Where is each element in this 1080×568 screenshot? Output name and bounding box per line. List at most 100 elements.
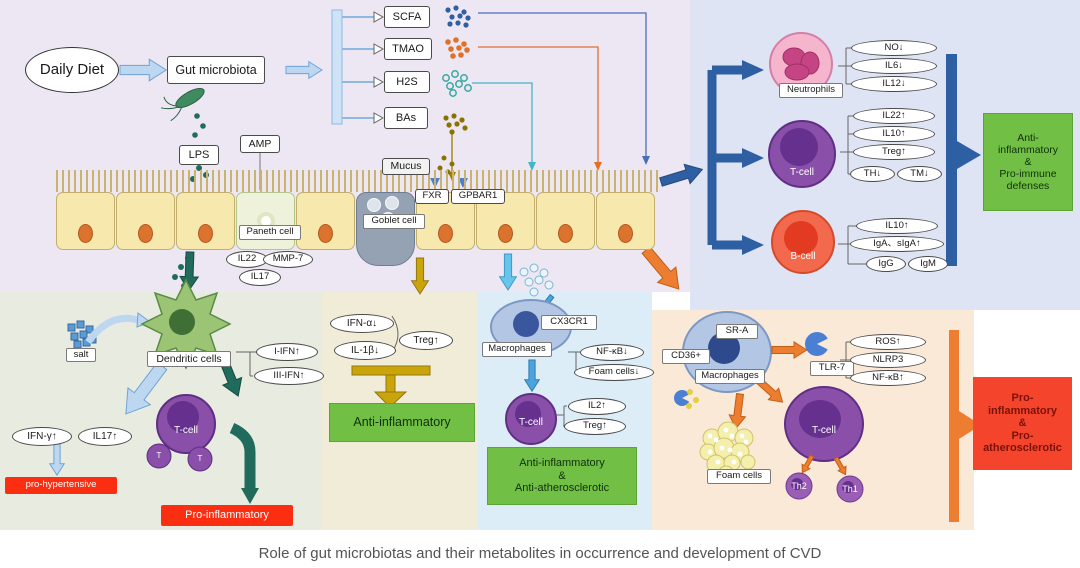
- dendritic-cells-label: Dendritic cells: [147, 351, 231, 367]
- tcell-tm-marker: TM↓: [897, 166, 942, 182]
- intestinal-epithelium: [56, 170, 660, 266]
- treg-marker-tolerance: Treg↑: [399, 331, 453, 350]
- arrow-diet-to-microbiota-icon: [119, 58, 167, 82]
- bacteria-icon: [160, 87, 205, 122]
- epithelial-cell: [296, 192, 355, 250]
- tcell-treg-marker: Treg↑: [853, 144, 935, 160]
- cell-nucleus-icon: [198, 224, 213, 243]
- epithelial-cell: [596, 192, 655, 250]
- il1b-marker: IL-1β↓: [334, 341, 396, 360]
- tlr7-bracket: [840, 341, 850, 379]
- cd36-label: CD36+: [662, 349, 710, 364]
- treg-marker-macrophage: Treg↑: [564, 418, 626, 435]
- villi-fringe-icon: [56, 170, 660, 192]
- tcell-il10-marker: IL10↑: [853, 126, 935, 142]
- metabolite-scfa: SCFA: [384, 6, 430, 28]
- tmao-dots-icon: [445, 37, 470, 59]
- inhibition-arrow-icon: [351, 365, 431, 408]
- neutrophil-cell-icon: [769, 32, 833, 96]
- daily-diet-node: Daily Diet: [25, 47, 119, 93]
- cell-nucleus-icon: [138, 224, 153, 243]
- figure-caption: Role of gut microbiotas and their metabo…: [258, 545, 822, 562]
- goblet-cell-icon: [356, 192, 415, 266]
- cell-nucleus-icon: [558, 224, 573, 243]
- paneth-il22-marker: IL22: [226, 251, 268, 268]
- macrophage-cx3cr1-icon: [490, 299, 572, 355]
- bcell-iga-marker: IgA、sIgA↑: [850, 236, 944, 252]
- amp-label: AMP: [240, 135, 280, 153]
- iii-ifn-marker: III-IFN↑: [254, 367, 324, 385]
- arrow-tcell-to-th1-icon: [831, 455, 850, 478]
- mucus-label: Mucus: [382, 158, 430, 175]
- paneth-il17-marker: IL17: [239, 269, 281, 286]
- arrow-macrophage-to-tlr7-icon: [771, 341, 808, 359]
- b-cell-label: B-cell: [790, 251, 816, 263]
- ifn-gamma-marker: IFN-γ↑: [12, 427, 72, 446]
- il2-marker: IL2↑: [568, 398, 626, 415]
- macrophages-label: Macrophages: [482, 342, 552, 357]
- th1-label: Th1: [842, 484, 858, 495]
- bas-dots-icon: [443, 113, 468, 135]
- tolerance-outcome-box: Anti-inflammatory: [329, 403, 475, 442]
- cx3cr1-label: CX3CR1: [541, 315, 597, 330]
- foam-cells-down-marker: Foam cells↓: [574, 364, 654, 381]
- pro-inflammatory-box: Pro-inflammatory: [161, 505, 293, 526]
- cell-nucleus-icon: [618, 224, 633, 243]
- t-cell-immune-icon: [768, 120, 836, 188]
- lps-label: LPS: [179, 145, 219, 165]
- immune-collector-bar-icon: [946, 54, 981, 266]
- immune-branch-icon: [707, 60, 764, 255]
- tlr7-label: TLR-7: [810, 361, 854, 376]
- cell-nucleus-icon: [438, 224, 453, 243]
- th2-label: Th2: [791, 481, 807, 492]
- fxr-label: FXR: [415, 189, 449, 204]
- cell-nucleus-icon: [318, 224, 333, 243]
- cell-nucleus-icon: [78, 224, 93, 243]
- b-cell-icon: [771, 210, 835, 274]
- t-cell-cx3cr1-icon: [505, 393, 557, 445]
- arrow-microbiota-to-metabolites-icon: [285, 61, 323, 79]
- neutrophil-il12-marker: IL12↓: [851, 76, 937, 92]
- epithelial-cell: [116, 192, 175, 250]
- t-cell-immune-label: T-cell: [790, 167, 814, 179]
- neutrophil-il6-marker: IL6↓: [851, 58, 937, 74]
- t-cell-cx3cr1-label: T-cell: [519, 417, 543, 429]
- arrow-salt-to-dendritic-icon: [85, 312, 152, 345]
- tlr7-receptor-icon: [805, 332, 833, 356]
- cell-nucleus-icon: [498, 224, 513, 243]
- nlrp3-marker: NLRP3: [850, 352, 926, 368]
- arrow-tcell-to-proinflammatory-icon: [229, 422, 259, 504]
- arrow-to-prohypertensive-icon: [49, 443, 65, 476]
- t-cell-dendritic-icon: [146, 394, 216, 472]
- ros-marker: ROS↑: [850, 334, 926, 350]
- immune-outcome-box: Anti- inflammatory & Pro-immune defenses: [983, 113, 1073, 211]
- dendritic-bracket: [236, 351, 256, 377]
- goblet-cell-label: Goblet cell: [363, 214, 425, 229]
- t-cell-dendritic-label: T-cell: [174, 425, 198, 437]
- nfkb-up-marker: NF-κB↑: [850, 370, 926, 386]
- arrow-macrophage-to-tcell-icon: [524, 359, 540, 392]
- t-small-1-label: T: [156, 451, 162, 461]
- macrophage-outcome-box: Anti-inflammatory & Anti-atherosclerotic: [487, 447, 637, 505]
- phagocytosis-icon: [674, 389, 699, 409]
- macrophage-bracket: [568, 351, 580, 373]
- epithelial-cell: [56, 192, 115, 250]
- t-cell-atherogenic-label: T-cell: [812, 425, 836, 437]
- paneth-cell-label: Paneth cell: [239, 225, 301, 240]
- mucus-circles-icon: [519, 263, 554, 297]
- foam-cells-label: Foam cells: [707, 469, 771, 484]
- gpbar1-label: GPBAR1: [451, 189, 505, 204]
- i-ifn-marker: I-IFN↑: [256, 343, 318, 361]
- paneth-mmp7-marker: MMP-7: [263, 251, 313, 268]
- il17-marker: IL17↑: [78, 427, 132, 446]
- neutrophils-label: Neutrophils: [779, 83, 843, 98]
- bcell-igm-marker: IgM: [908, 256, 948, 272]
- tcell-il22-marker: IL22↑: [853, 108, 935, 124]
- paneth-cell-icon: [236, 192, 295, 250]
- gut-microbiota-node: Gut microbiota: [167, 56, 265, 84]
- dendritic-cell-icon: [140, 278, 232, 370]
- bcell-igg-marker: IgG: [866, 256, 906, 272]
- nfkb-down-marker: NF-κB↓: [580, 344, 644, 361]
